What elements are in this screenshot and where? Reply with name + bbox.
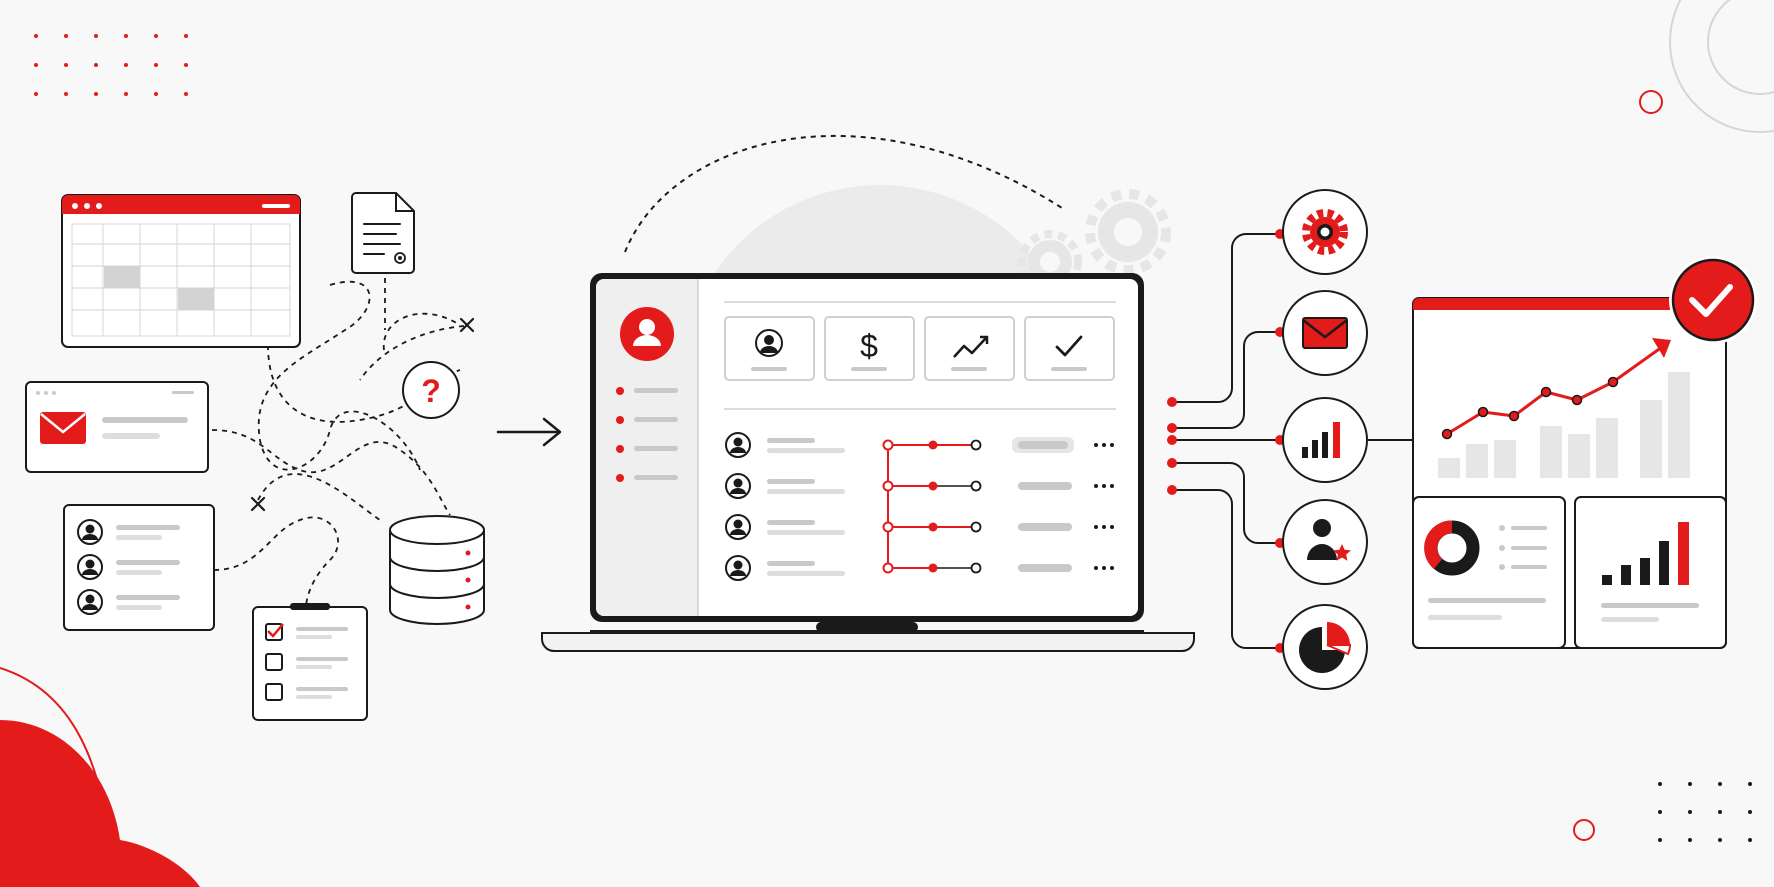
decor-red-blob-bottom-left (0, 667, 200, 887)
table-row (725, 432, 1114, 458)
table-rows (725, 432, 1114, 581)
avatar-icon (77, 554, 103, 580)
user-star-icon (1307, 519, 1351, 561)
pie-chart-icon (1299, 622, 1352, 673)
question-icon: ? (402, 361, 460, 419)
bars-card (1574, 496, 1727, 649)
kpi-card-trend (924, 316, 1015, 381)
node-user (1282, 499, 1368, 585)
calendar-window (61, 194, 301, 348)
close-icon (250, 496, 266, 512)
kpi-card-users (724, 316, 815, 381)
growth-chart (1438, 338, 1690, 478)
decor-dot-grid-top-left (34, 34, 188, 96)
kpi-card-revenue: $ (824, 316, 915, 381)
question-mark: ? (421, 373, 441, 409)
database-icon (389, 515, 485, 625)
node-analytics (1282, 397, 1368, 483)
check-icon (267, 623, 284, 638)
dollar-icon: $ (860, 328, 878, 364)
avatar-icon (77, 589, 103, 615)
sidebar-avatar-icon (620, 307, 674, 361)
node-email (1282, 290, 1368, 376)
bar-chart-icon (1302, 422, 1340, 458)
table-row (725, 555, 1114, 581)
decor-dot-grid-bottom-right (1658, 782, 1752, 842)
checklist-card (252, 603, 368, 721)
decor-rings-top-right (1669, 0, 1774, 133)
check-icon (1689, 284, 1733, 317)
mail-icon (40, 412, 86, 444)
success-check-badge (1669, 256, 1757, 344)
mail-icon (1302, 317, 1348, 349)
check-icon (1055, 335, 1083, 357)
sidebar-nav (616, 387, 678, 482)
trend-up-icon (953, 337, 987, 358)
avatar-icon (77, 519, 103, 545)
donut-card (1412, 496, 1566, 649)
gear-decor (1018, 189, 1171, 294)
email-card (25, 381, 209, 473)
laptop: $ (541, 273, 1195, 652)
arc-dashed-connector (624, 135, 1063, 253)
node-settings (1282, 189, 1368, 275)
table-row (725, 514, 1114, 540)
gear-icon (1302, 209, 1348, 255)
document-icon (351, 192, 415, 274)
arrow-right-icon (496, 417, 562, 447)
decor-ring-small-bottom (1573, 819, 1595, 841)
kpi-card-done (1024, 316, 1115, 381)
contacts-card (63, 504, 215, 631)
close-icon (459, 317, 475, 333)
node-report (1282, 604, 1368, 690)
node-connectors (1172, 233, 1412, 649)
report-dashboard (1412, 297, 1727, 649)
decor-ring-small-top (1639, 90, 1663, 114)
table-row (725, 473, 1114, 499)
